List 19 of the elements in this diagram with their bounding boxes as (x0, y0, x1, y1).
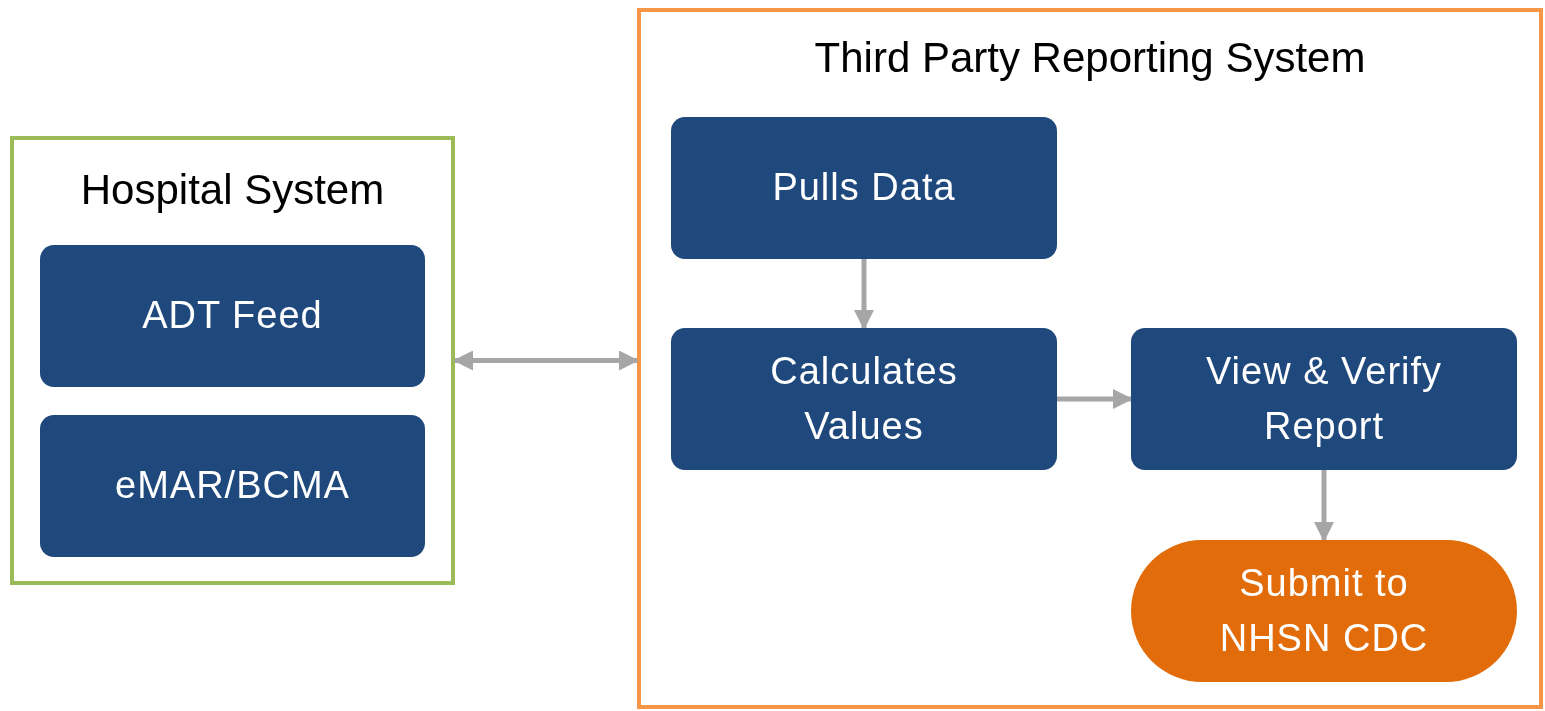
step-label: ADT Feed (142, 293, 323, 339)
step-label: Pulls Data (772, 165, 956, 211)
arrow (1057, 389, 1133, 409)
arrow (854, 259, 874, 330)
group-title: Third Party Reporting System (813, 34, 1367, 82)
process-box (671, 328, 1057, 470)
group-title: Hospital System (79, 166, 386, 214)
arrow (1314, 470, 1334, 542)
step-label: Calculates Values (769, 348, 959, 449)
arrow (453, 350, 639, 371)
process-box (671, 117, 1057, 259)
group-frame (637, 8, 1543, 709)
process-box (40, 415, 425, 557)
step-label: Submit to NHSN CDC (1218, 560, 1430, 661)
process-box (1131, 328, 1517, 470)
step-label: eMAR/BCMA (115, 463, 350, 509)
process-box (40, 245, 425, 387)
group-frame (10, 136, 455, 585)
step-label: View & Verify Report (1204, 348, 1444, 449)
